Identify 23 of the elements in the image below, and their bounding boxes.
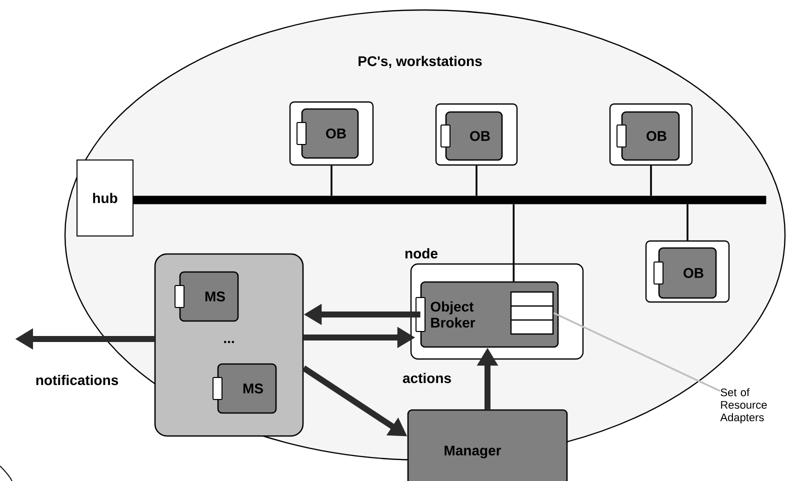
ellipsis: ... [224, 340, 234, 344]
leader-line [553, 312, 720, 392]
resource-adapters-box [510, 291, 554, 335]
connector-line [512, 204, 515, 282]
connector-line [330, 166, 332, 196]
object-broker-box: OB [658, 247, 717, 299]
callout-text: Set of Resource Adapters [720, 388, 767, 424]
edge-label: notifications [36, 374, 118, 386]
network-bus [132, 196, 766, 204]
connector-line [476, 166, 478, 196]
object-broker-box: MS [179, 271, 239, 322]
object-broker-box: OB [621, 111, 680, 161]
connector-line [650, 166, 652, 196]
box-label: Object Broker [430, 301, 476, 328]
connector-line [686, 204, 688, 240]
object-broker-box: OB [445, 111, 503, 161]
object-broker-box: MS [217, 363, 277, 414]
heading: PC's, workstations [358, 56, 482, 68]
manager-box: Manager [407, 409, 568, 481]
object-broker-box: OB [301, 108, 359, 159]
hub-box: hub [76, 160, 134, 236]
edge-label: actions [402, 372, 451, 384]
box-heading: node [405, 248, 438, 258]
